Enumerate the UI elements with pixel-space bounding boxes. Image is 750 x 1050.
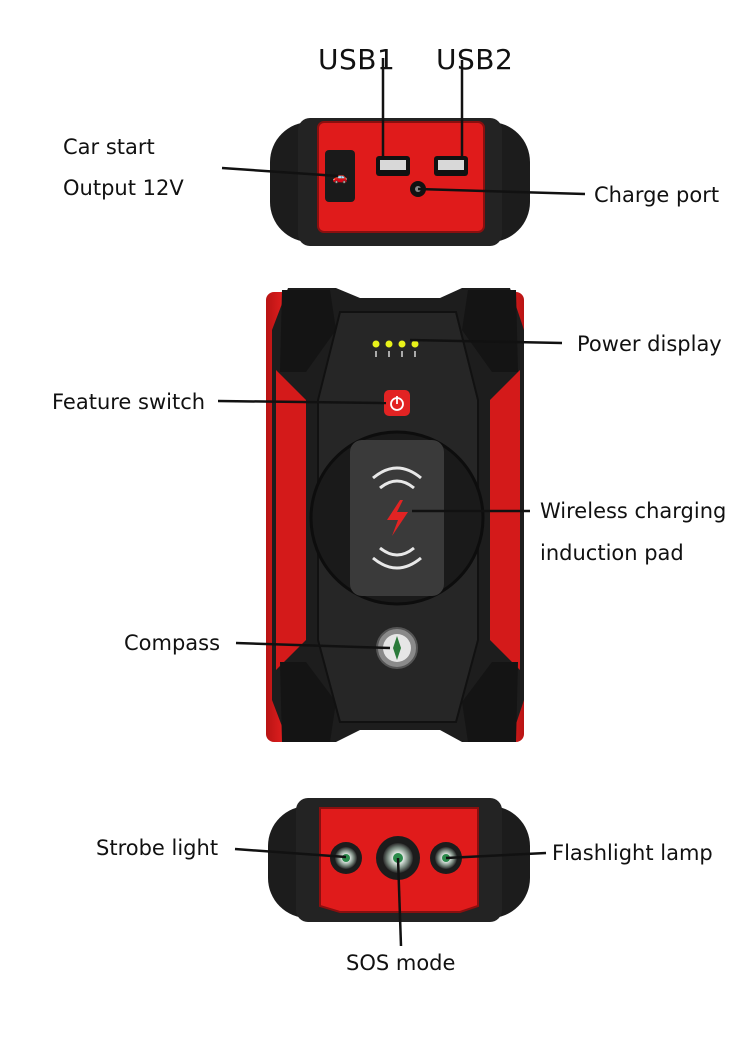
- car-start-port: [325, 150, 355, 202]
- sos-mode-label: SOS mode: [346, 951, 456, 975]
- front-view: [217, 288, 563, 742]
- charge-port-label: Charge port: [594, 183, 720, 207]
- induction-pad-label: induction pad: [540, 541, 684, 565]
- output-12v-label: Output 12V: [63, 176, 184, 200]
- car-icon: 🚗: [333, 170, 348, 184]
- compass-needle-icon: [393, 636, 401, 660]
- compass-label: Compass: [124, 631, 221, 655]
- wireless-charging-label: Wireless charging: [540, 499, 727, 523]
- top-view: 🚗: [221, 58, 586, 246]
- car-start-label: Car start: [63, 135, 155, 159]
- power-display: [372, 340, 419, 357]
- flashlight-lamp-label: Flashlight lamp: [552, 841, 713, 865]
- usb1-label: USB1: [318, 43, 396, 76]
- strobe-light-label: Strobe light: [96, 836, 219, 860]
- top-red-panel: [318, 122, 484, 232]
- wireless-signal-icon: [372, 466, 422, 570]
- feature-switch-label: Feature switch: [52, 390, 206, 414]
- lightning-icon: [387, 500, 408, 536]
- power-display-label: Power display: [577, 332, 722, 356]
- usb2-label: USB2: [436, 43, 514, 76]
- bottom-view: [234, 798, 547, 947]
- strobe-light: [330, 842, 362, 874]
